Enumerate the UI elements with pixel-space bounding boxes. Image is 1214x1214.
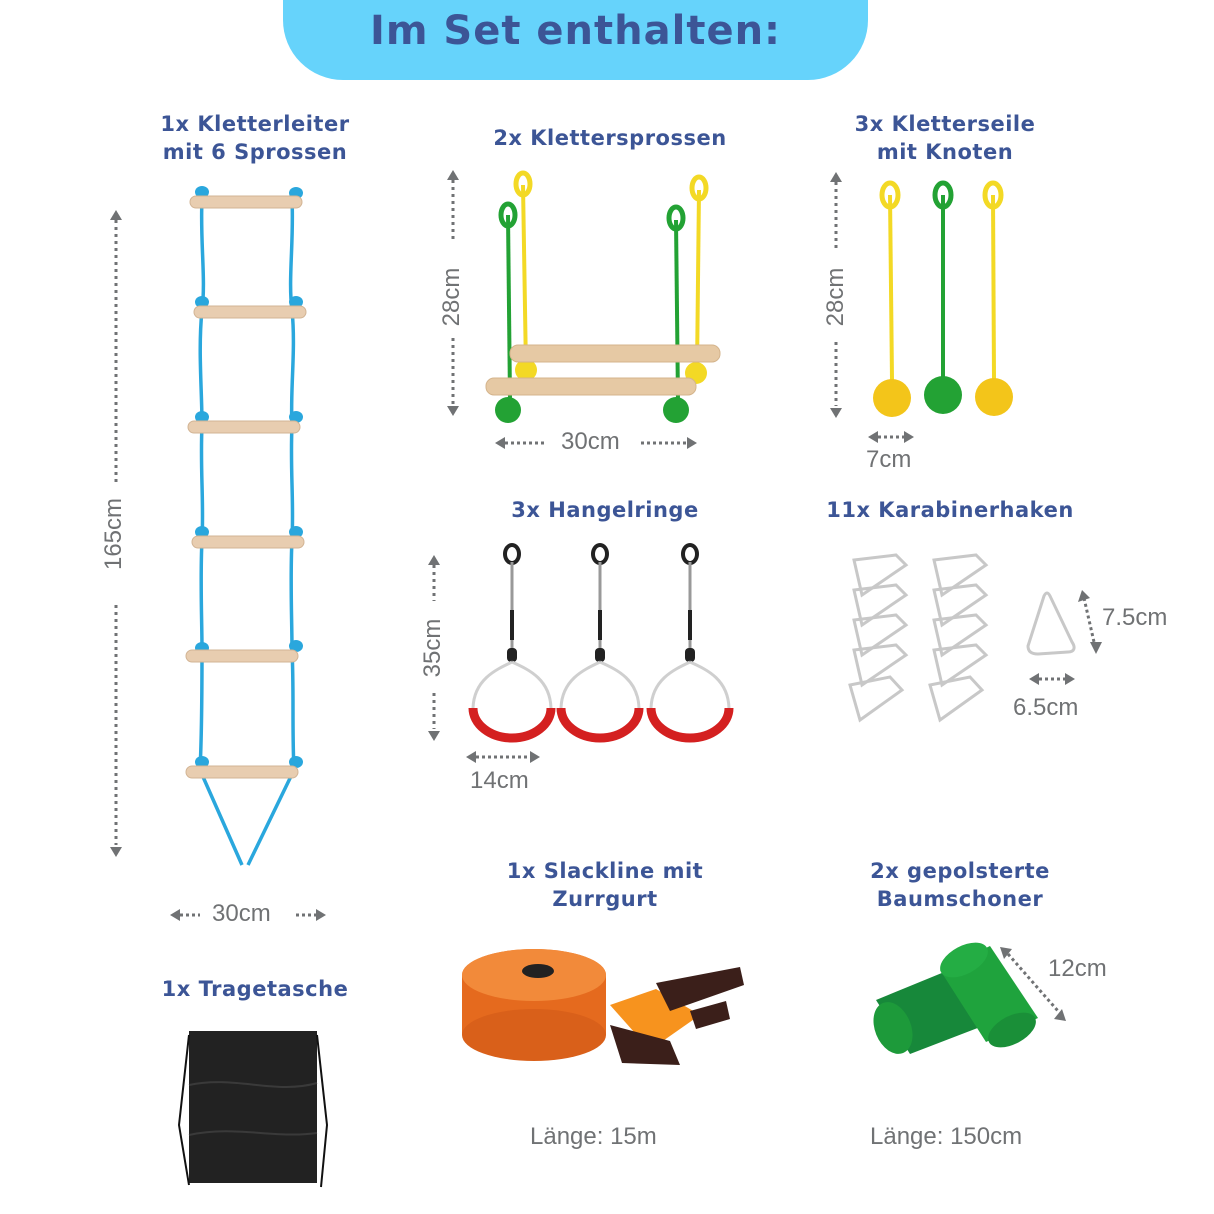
ladder-width-arrow-icon bbox=[170, 909, 326, 921]
page-title: Im Set enthalten: bbox=[369, 8, 782, 54]
rings-height-arrow-icon bbox=[428, 555, 440, 741]
header-banner: Im Set enthalten: bbox=[283, 0, 868, 80]
carabiner-height-arrow-icon bbox=[1078, 590, 1102, 654]
carabiner-width-label: 6.5cm bbox=[1013, 694, 1079, 721]
rungs-width-arrow-icon bbox=[495, 437, 697, 449]
slackline-title: 1x Slackline mit Zurrgurt bbox=[480, 857, 730, 913]
ropes-width-arrow-icon bbox=[868, 431, 914, 443]
rings-title: 3x Hangelringe bbox=[511, 498, 699, 522]
ropes-title: 3x Kletterseile mit Knoten bbox=[815, 110, 1075, 166]
rungs-height-arrow-icon bbox=[447, 170, 459, 416]
rings-image bbox=[468, 543, 734, 743]
ladder-title: 1x Kletterleiter mit 6 Sprossen bbox=[130, 110, 380, 166]
rings-width-arrow-icon bbox=[466, 751, 540, 763]
ladder-height-label: 165cm bbox=[100, 497, 127, 571]
ropes-height-label: 28cm bbox=[822, 267, 849, 327]
rings-height-label: 35cm bbox=[419, 618, 446, 678]
ladder-width-label: 30cm bbox=[212, 900, 271, 927]
ladder-title-line1: 1x Kletterleiter bbox=[160, 112, 350, 136]
carabiners-title: 11x Karabinerhaken bbox=[826, 498, 1074, 522]
tree-protectors-length-label: Länge: 150cm bbox=[870, 1123, 1023, 1150]
slackline-title-line2: Zurrgurt bbox=[552, 887, 658, 911]
carabiner-width-arrow-icon bbox=[1029, 673, 1075, 685]
tree-protectors-size-label: 12cm bbox=[1048, 955, 1107, 982]
ladder-image bbox=[185, 186, 307, 866]
tree-protectors-size-arrow-icon bbox=[1000, 947, 1066, 1021]
carabiner-single-image bbox=[1026, 591, 1076, 656]
rungs-height-label: 28cm bbox=[438, 267, 465, 327]
tree-protectors-title-line1: 2x gepolsterte bbox=[870, 859, 1050, 883]
slackline-length-label: Länge: 15m bbox=[530, 1123, 657, 1150]
rungs-title: 2x Klettersprossen bbox=[493, 126, 727, 150]
ropes-title-line1: 3x Kletterseile bbox=[854, 112, 1036, 136]
carabiners-image bbox=[848, 553, 989, 723]
carabiner-height-label: 7.5cm bbox=[1102, 604, 1168, 631]
bag-image bbox=[177, 1031, 329, 1188]
ladder-height-arrow-icon bbox=[110, 210, 122, 857]
tree-protectors-image bbox=[873, 942, 1038, 1054]
tree-protectors-title-line2: Baumschoner bbox=[876, 887, 1044, 911]
bag-title: 1x Tragetasche bbox=[161, 977, 349, 1001]
rings-width-label: 14cm bbox=[470, 767, 529, 794]
rungs-image bbox=[485, 170, 721, 423]
ropes-height-arrow-icon bbox=[830, 172, 842, 418]
rungs-width-label: 30cm bbox=[561, 428, 620, 455]
tree-protectors-title: 2x gepolsterte Baumschoner bbox=[840, 857, 1080, 913]
slackline-title-line1: 1x Slackline mit bbox=[506, 859, 704, 883]
slackline-image bbox=[462, 949, 744, 1065]
ladder-title-line2: mit 6 Sprossen bbox=[162, 140, 348, 164]
ropes-image bbox=[873, 180, 1013, 417]
ropes-title-line2: mit Knoten bbox=[876, 140, 1014, 164]
ropes-width-label: 7cm bbox=[866, 446, 912, 473]
